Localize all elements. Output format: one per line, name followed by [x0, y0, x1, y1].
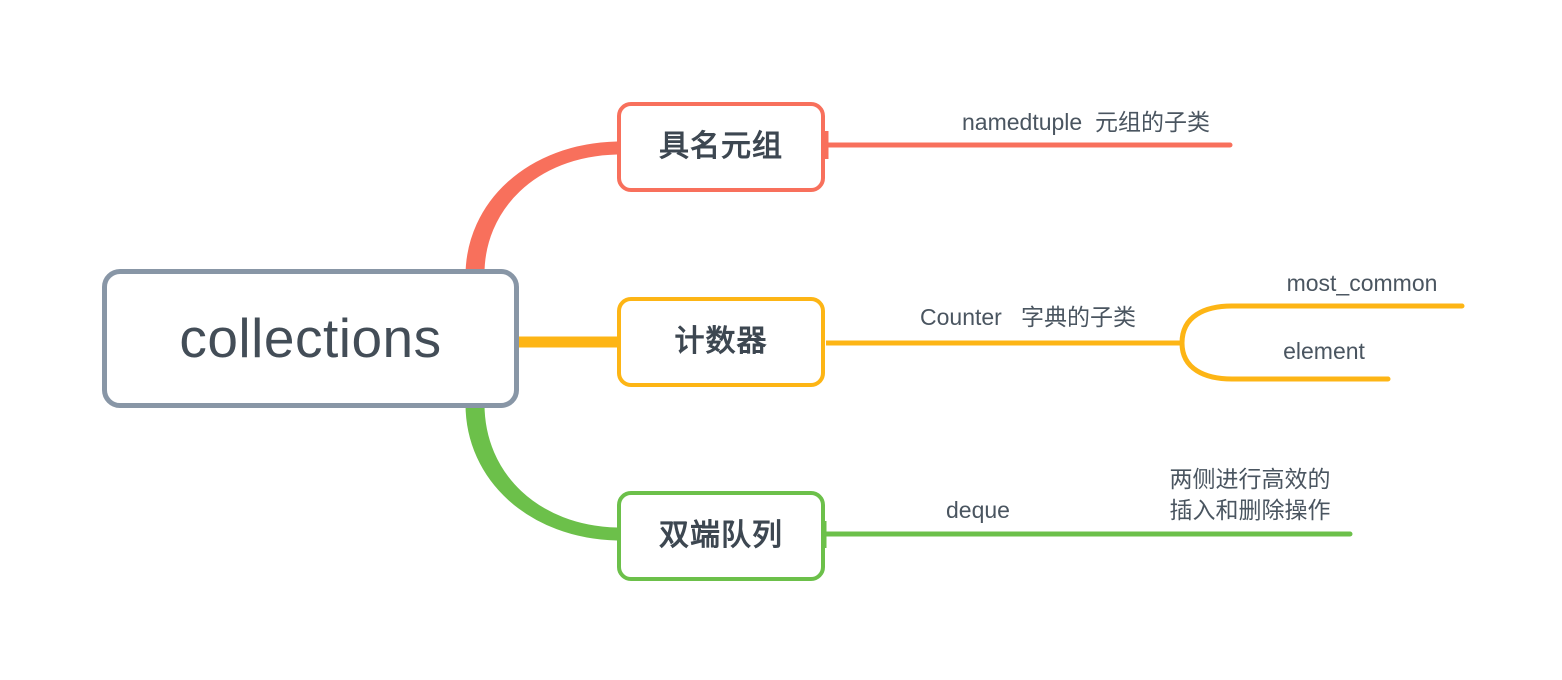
leaf-label-element: element: [1283, 338, 1365, 364]
branch-node-label: 具名元组: [659, 130, 783, 163]
branch-node-counter[interactable]: 计数器: [617, 297, 825, 387]
connector-curve-namedtuple: [465, 141, 622, 281]
branch-node-label: 计数器: [674, 325, 768, 358]
root-node-collections[interactable]: collections: [102, 269, 519, 408]
leaf-fork-element: [1179, 340, 1391, 382]
leaf-label-most-common: most_common: [1286, 270, 1438, 296]
leaf-label-deque-desc-line1: 两侧进行高效的: [1169, 466, 1331, 492]
leaf-label-deque-name: deque: [946, 497, 1010, 523]
branch-node-label: 双端队列: [659, 519, 783, 552]
leaf-label-counter-desc: Counter 字典的子类: [920, 304, 1136, 330]
leaf-label-deque-desc-line2: 插入和删除操作: [1169, 497, 1331, 523]
leaf-fork-most-common: [1179, 303, 1465, 346]
branch-node-deque[interactable]: 双端队列: [617, 491, 825, 581]
connector-curve-deque: [465, 399, 622, 541]
root-node-label: collections: [179, 307, 442, 369]
leaf-label-namedtuple-desc: namedtuple 元组的子类: [962, 109, 1210, 135]
branch-node-namedtuple[interactable]: 具名元组: [617, 102, 825, 192]
